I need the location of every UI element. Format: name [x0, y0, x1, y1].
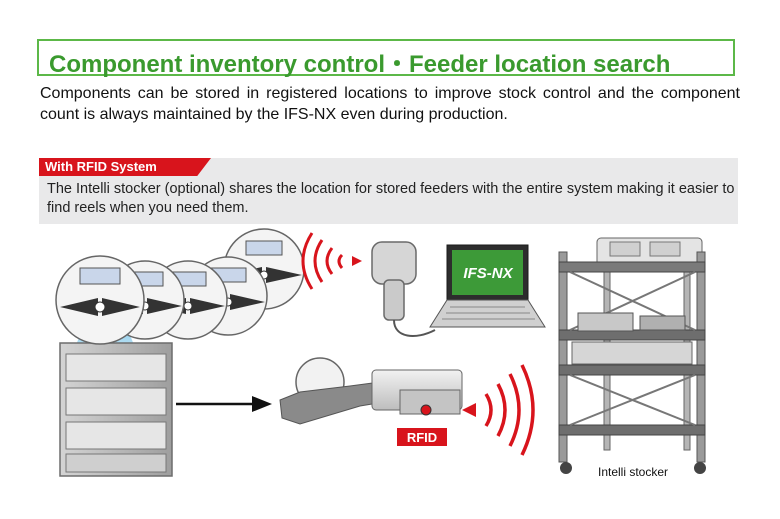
rfid-system-tag-label: With RFID System — [45, 159, 157, 174]
rfid-label: RFID — [407, 430, 437, 445]
handheld-rfid-reader-icon — [371, 241, 436, 337]
storage-cabinet-icon — [59, 342, 173, 477]
section-title: Component inventory control・Feeder locat… — [49, 51, 671, 78]
intro-paragraph: Components can be stored in registered l… — [40, 85, 740, 123]
arrow-icon — [176, 396, 272, 412]
rfid-system-tag: With RFID System — [39, 158, 211, 176]
stocker-caption: Intelli stocker — [598, 465, 668, 479]
radio-wave-icon — [484, 364, 535, 456]
arrow-icon — [462, 403, 476, 417]
component-reel-icon — [55, 255, 145, 345]
section-title-box: Component inventory control・Feeder locat… — [37, 39, 735, 78]
arrow-icon — [352, 256, 362, 266]
intelli-stocker-rack-icon — [558, 237, 706, 474]
radio-wave-icon — [301, 232, 344, 290]
rfid-description: The Intelli stocker (optional) shares th… — [47, 181, 735, 216]
rfid-label-box — [397, 428, 447, 446]
laptop-screen-text: IFS-NX — [463, 265, 513, 282]
laptop-icon: IFS-NX — [429, 244, 546, 328]
rfid-info-panel: With RFID System The Intelli stocker (op… — [39, 158, 738, 224]
feeder-icon — [279, 357, 463, 425]
